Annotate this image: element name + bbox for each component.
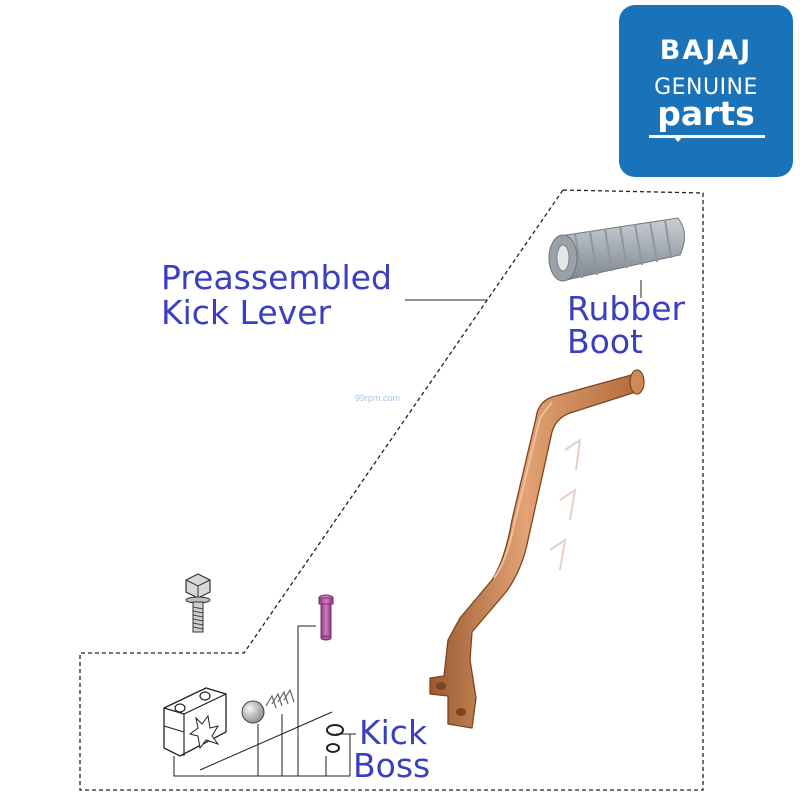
circlip-parts <box>326 724 344 753</box>
logo-parts-text: parts <box>657 94 755 133</box>
faint-background-marks <box>549 437 582 571</box>
kick-boss-part <box>163 687 227 757</box>
watermark-text: 99rpm.com <box>355 393 401 403</box>
bolt-part <box>185 573 211 633</box>
rubber-boot-label-line1: Rubber <box>567 289 686 328</box>
kick-boss-leader-lines <box>173 625 356 777</box>
logo-genuine-text: GENUINE <box>654 75 758 100</box>
kick-boss-label-line1: Kick <box>359 713 428 752</box>
pin-part <box>318 594 334 641</box>
logo-notch <box>672 135 684 142</box>
ball-and-spring-part <box>241 688 295 724</box>
kick-lever-label-line1: Preassembled <box>161 258 392 297</box>
logo-underline <box>649 135 765 138</box>
kick-lever-label-line2: Kick Lever <box>161 293 332 332</box>
rubber-boot-part <box>548 217 685 282</box>
rubber-boot-label-line2: Boot <box>567 322 643 361</box>
bajaj-genuine-parts-logo: BAJAJ GENUINE parts <box>619 5 793 177</box>
logo-brand-text: BAJAJ <box>659 35 753 66</box>
kick-lever-part <box>429 369 645 729</box>
kick-boss-label-line2: Boss <box>353 746 431 785</box>
assembly-boundary <box>79 189 704 791</box>
